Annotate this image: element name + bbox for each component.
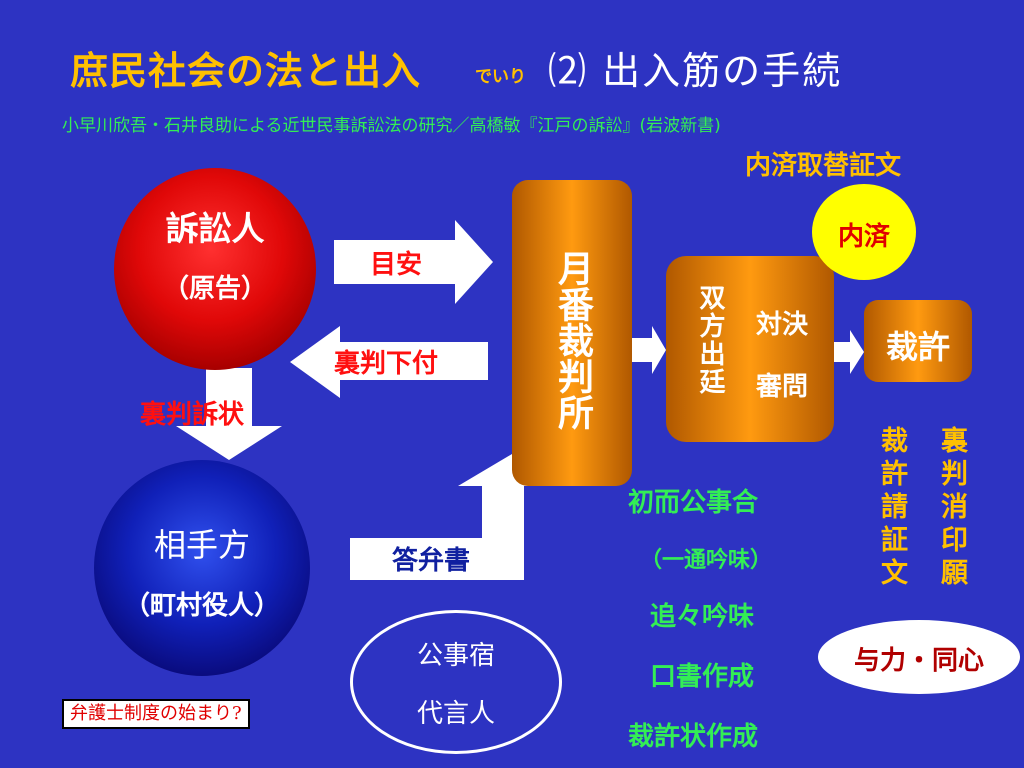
sequence-item: 口書作成 [650, 662, 755, 692]
sequence-item: 裁許状作成 [628, 722, 759, 752]
plaintiff-sublabel: （原告） [162, 274, 267, 304]
sequence-item: 初而公事合 [628, 488, 759, 518]
page-title: 庶民社会の法と出入 [70, 49, 422, 93]
plaintiff-node: 訴訟人 （原告） [114, 168, 316, 370]
defendant-sublabel: （町村役人） [123, 591, 280, 621]
reference-line: 小早川欣吾・石井良助による近世民事訴訟法の研究／高橋敏『江戸の訴訟』(岩波新書) [62, 116, 721, 136]
yoriki-doshin-node: 与力・同心 [818, 620, 1020, 694]
naisai-label: 内済 [837, 222, 890, 252]
section-title: ⑵ 出入筋の手続 [548, 49, 843, 93]
yoriki-doshin-label: 与力・同心 [853, 646, 984, 676]
toben-label: 答弁書 [392, 546, 471, 576]
arrow-to-judgment [834, 330, 864, 374]
title-reading: でいり [475, 67, 526, 87]
arrow-urahan-shitatsuke [290, 326, 488, 398]
meyasu-label: 目安 [370, 250, 423, 280]
lawyer-note: 弁護士制度の始まり? [62, 699, 250, 729]
court-node: 月番裁判所 [512, 180, 632, 486]
hearing-node: 双方出廷 対決 審問 [666, 256, 834, 442]
hearing-label-inquiry: 審問 [756, 372, 809, 402]
hearing-label-confrontation: 対決 [756, 310, 809, 340]
urahan-sojo-label: 裏判訴状 [140, 400, 245, 430]
defendant-label: 相手方 [153, 526, 250, 564]
urahan-shoin-label: 裏判消印願 [936, 426, 967, 591]
naisai-node: 内済 [812, 184, 916, 280]
plaintiff-label: 訴訟人 [165, 209, 265, 248]
judgment-node: 裁許 [864, 300, 972, 382]
hearing-vertical-label: 双方出廷 [695, 284, 725, 396]
sequence-item: （一通吟味） [640, 548, 773, 573]
daigennin-label: 代言人 [416, 699, 495, 729]
naisai-document-label: 内済取替証文 [745, 151, 902, 181]
sequence-item: 追々吟味 [650, 602, 755, 632]
arrow-meyasu [334, 220, 493, 304]
arrow-down [176, 368, 282, 460]
kujiyado-node: 公事宿 代言人 [350, 610, 562, 754]
judgment-label: 裁許 [885, 328, 950, 366]
court-label: 月番裁判所 [552, 250, 593, 430]
kujiyado-label: 公事宿 [416, 641, 495, 671]
arrow-toben [350, 454, 566, 580]
defendant-node: 相手方 （町村役人） [94, 460, 310, 676]
saikyo-shomon-label: 裁許請証文 [876, 426, 907, 591]
arrow-to-hearing [632, 326, 666, 374]
urahan-shitatsuke-label: 裏判下付 [334, 349, 439, 379]
